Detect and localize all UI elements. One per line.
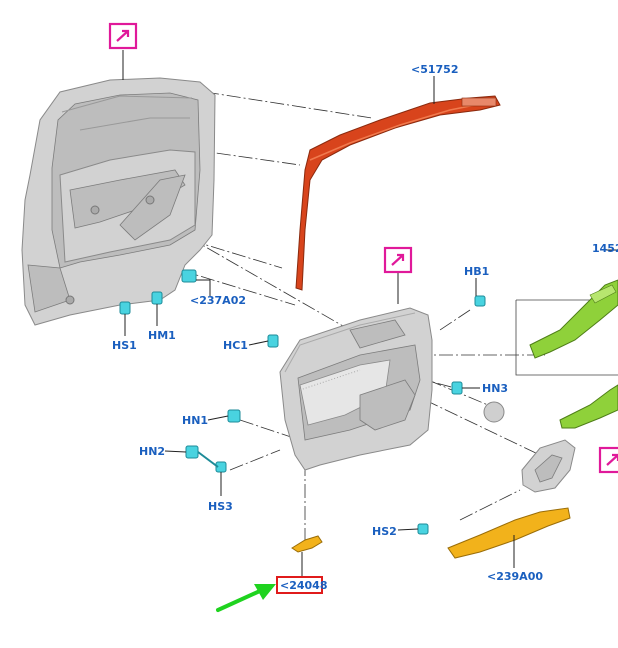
clip-hb1	[474, 295, 486, 307]
part-labels: <51752 1452 <237A02 HB1 HS1 HM1 HC1 HN3 …	[112, 63, 618, 594]
green-arrow-icon	[216, 584, 276, 612]
label-24048[interactable]: <24048	[280, 579, 328, 592]
door-trim-panel	[279, 307, 433, 471]
label-hn1[interactable]: HN1	[182, 414, 208, 427]
view-callout-icon[interactable]	[108, 22, 138, 50]
label-hs2[interactable]: HS2	[372, 525, 397, 538]
label-239A00[interactable]: <239A00	[487, 570, 543, 583]
trim-strip-239A00	[447, 507, 571, 559]
view-callout-icon[interactable]	[383, 246, 413, 274]
cover-cap	[483, 401, 505, 423]
trim-insert-24048	[291, 535, 323, 553]
clip-hs1	[119, 301, 131, 315]
label-hs3[interactable]: HS3	[208, 500, 233, 513]
clip-237A02	[181, 269, 197, 283]
label-237A02[interactable]: <237A02	[190, 294, 246, 307]
fasteners	[119, 269, 486, 535]
switch-panel-1452	[515, 279, 618, 429]
label-1452[interactable]: 1452	[592, 242, 618, 255]
clip-hc1	[267, 334, 279, 348]
door-inner-frame	[21, 77, 216, 326]
clip-hn2	[185, 445, 199, 459]
view-callout-icon[interactable]	[598, 446, 618, 474]
label-hn2[interactable]: HN2	[139, 445, 165, 458]
label-hc1[interactable]: HC1	[223, 339, 248, 352]
door-handle-bezel	[521, 439, 576, 493]
label-hm1[interactable]: HM1	[148, 329, 176, 342]
clip-hm1	[151, 291, 163, 305]
leader-lines	[122, 50, 618, 576]
screw-hs2	[417, 523, 429, 535]
label-51752[interactable]: <51752	[411, 63, 459, 76]
clip-hn3	[451, 381, 463, 395]
label-hs1[interactable]: HS1	[112, 339, 137, 352]
label-hn3[interactable]: HN3	[482, 382, 508, 395]
clip-hn1	[227, 409, 241, 423]
highlight-box-24048	[276, 576, 323, 594]
label-hb1[interactable]: HB1	[464, 265, 489, 278]
weatherstrip-51752	[295, 95, 501, 291]
